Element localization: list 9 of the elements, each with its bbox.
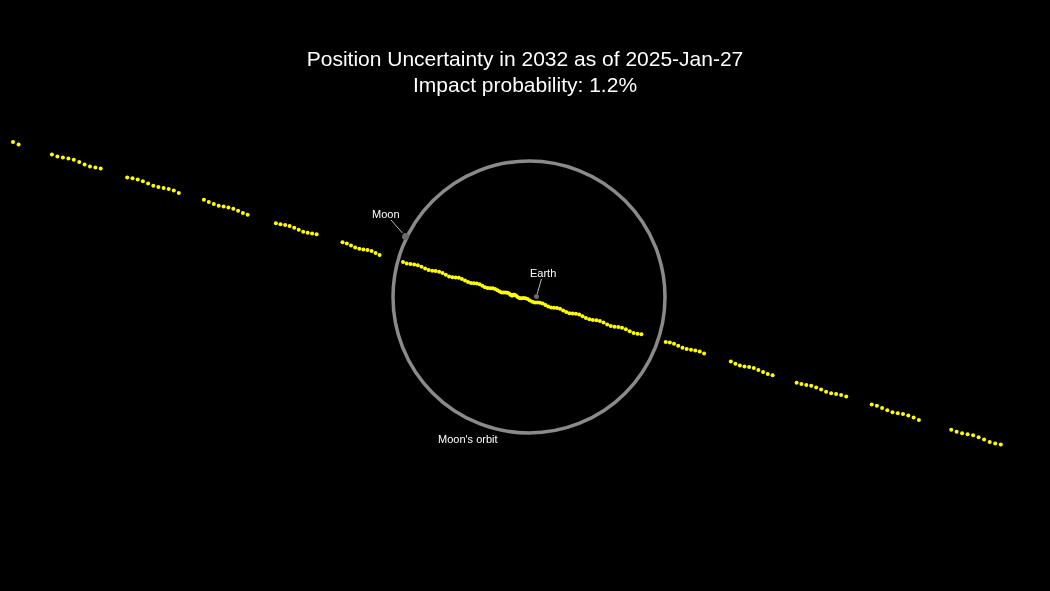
leader-line [536,278,542,295]
leader-line [390,219,403,234]
moon-label: Moon [372,208,400,220]
earth-marker [534,294,539,299]
orbit-label: Moon's orbit [438,433,498,445]
subtitle: Impact probability: 1.2% [412,73,638,97]
chart-title: Position Uncertainty in 2032 as of 2025-Jan-27 [306,47,744,71]
earth-label: Earth [530,267,557,279]
moon-marker [402,233,409,240]
